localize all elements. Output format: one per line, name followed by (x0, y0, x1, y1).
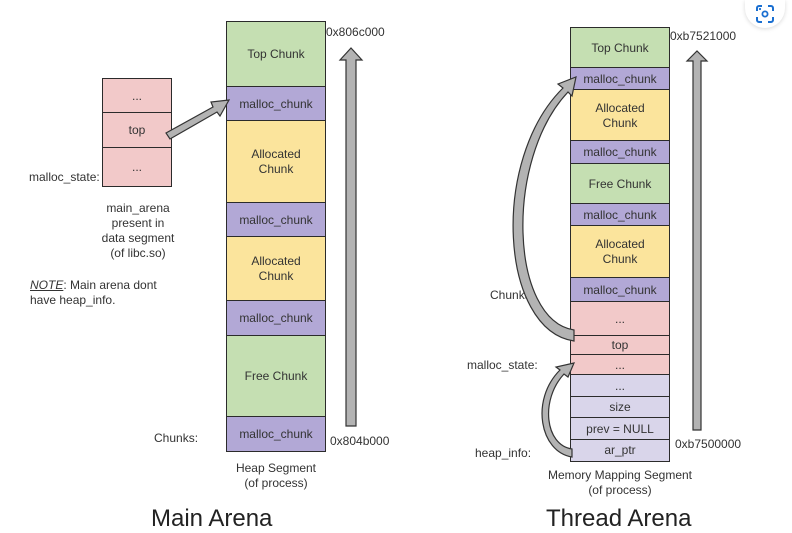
address-growth-arrow (685, 50, 709, 431)
heap-info-label: heap_info: (475, 446, 532, 460)
malloc-chunk: malloc_chunk (226, 300, 326, 337)
malloc-state-field: ... (570, 301, 670, 337)
visual-search-icon (756, 5, 774, 23)
malloc-chunk: malloc_chunk (570, 140, 670, 165)
top-pointer-curved-arrow (512, 76, 577, 342)
address-top: 0x806c000 (326, 25, 385, 39)
caption-line: (of libc.so) (110, 246, 166, 260)
allocated-chunk: Allocated Chunk (570, 225, 670, 279)
mmap-segment-caption: Memory Mapping Segment (of process) (535, 468, 705, 498)
free-chunk: Free Chunk (570, 163, 670, 205)
top-pointer-arrow (165, 99, 231, 140)
malloc-state-label: malloc_state: (29, 170, 100, 184)
top-chunk: Top Chunk (226, 21, 326, 88)
caption-line: Memory Mapping Segment (547, 468, 693, 482)
chunks-label: Chunks: (490, 288, 535, 302)
heap-segment-caption: Heap Segment (of process) (216, 461, 336, 491)
caption-line: (of process) (244, 476, 308, 490)
allocated-chunk: Allocated Chunk (226, 236, 326, 302)
address-bottom: 0x804b000 (330, 434, 390, 448)
allocated-chunk: Allocated Chunk (570, 89, 670, 142)
caption-line: main_arena (106, 201, 170, 215)
allocated-chunk: Allocated Chunk (226, 120, 326, 204)
caption-line: data segment (101, 231, 175, 245)
address-top: 0xb7521000 (670, 29, 737, 43)
main-arena-caption: main_arena present in data segment (of l… (92, 201, 184, 261)
heap-info-field-ar-ptr: ar_ptr (570, 439, 670, 462)
heap-info-field: ... (570, 374, 670, 398)
malloc-state-field: ... (102, 147, 172, 187)
note-text-2: have heap_info. (30, 293, 116, 307)
note-text: : Main arena dont (63, 278, 157, 292)
caption-line: Heap Segment (235, 461, 317, 475)
address-bottom: 0xb7500000 (675, 437, 742, 451)
ar-ptr-pointer-arrow (541, 362, 576, 458)
caption-line: (of process) (588, 483, 652, 497)
malloc-chunk: malloc_chunk (226, 416, 326, 452)
address-growth-arrow (338, 47, 364, 427)
malloc-state-field-top: top (570, 335, 670, 356)
note-prefix: NOTE (30, 278, 64, 292)
visual-search-button[interactable] (745, 0, 785, 28)
top-chunk: Top Chunk (570, 27, 670, 69)
malloc-chunk: malloc_chunk (570, 67, 670, 91)
note: NOTE: Main arena dont have heap_info. (30, 278, 157, 308)
malloc-state-field: ... (102, 78, 172, 114)
chunks-label: Chunks: (154, 431, 199, 445)
free-chunk: Free Chunk (226, 335, 326, 418)
caption-line: present in (111, 216, 165, 230)
malloc-state-label: malloc_state: (467, 358, 538, 372)
